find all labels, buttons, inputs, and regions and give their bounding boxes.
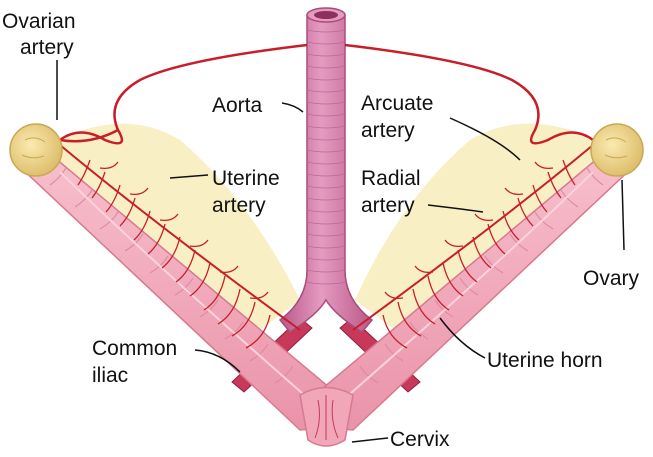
arcuate-artery-label-line2: artery — [361, 119, 415, 142]
left-ovary — [10, 124, 62, 176]
uterine-artery-label-line1: Uterine — [212, 167, 280, 190]
ovarian-artery-label-line2: artery — [20, 36, 74, 59]
radial-artery-label-line1: Radial — [361, 167, 421, 190]
leader-aorta — [282, 103, 303, 112]
arcuate-artery-label-line1: Arcuate — [361, 92, 433, 115]
leader-cervix — [352, 438, 388, 442]
uterine-horn-label: Uterine horn — [487, 349, 603, 372]
common-iliac-label-line2: iliac — [92, 364, 128, 387]
ovary-label: Ovary — [583, 267, 640, 290]
uterine-artery-label-line2: artery — [212, 194, 266, 217]
common-iliac-label-line1: Common — [92, 337, 177, 360]
ovarian-artery-label-line1: Ovarian — [2, 10, 76, 33]
radial-artery-label-line2: artery — [361, 194, 415, 217]
aorta — [280, 8, 372, 332]
right-ovary — [591, 124, 643, 176]
leader-ovary — [622, 180, 624, 250]
aorta-label: Aorta — [212, 94, 263, 117]
cervix-label: Cervix — [390, 428, 450, 451]
